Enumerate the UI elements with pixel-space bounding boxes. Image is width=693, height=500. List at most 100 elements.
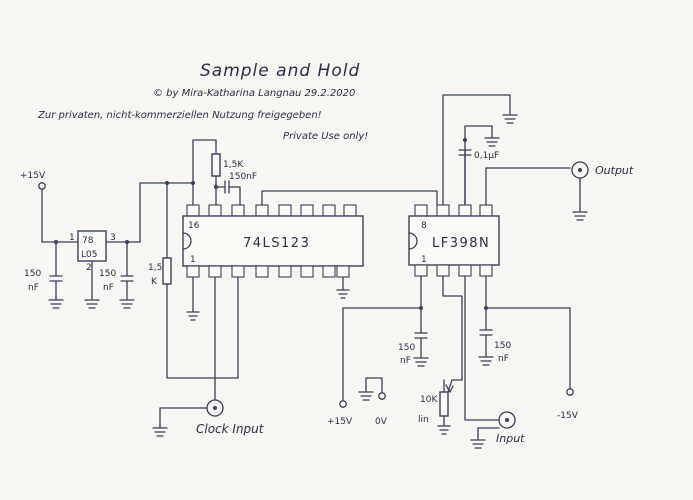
wire-res-top <box>192 139 217 184</box>
regulator-pin3: 3 <box>110 233 116 243</box>
cap-input-value: 150 <box>24 269 41 279</box>
potentiometer-wiper <box>447 379 463 393</box>
regulator-78l05 <box>77 230 107 262</box>
cap-hold-a-value: 150 <box>398 343 415 353</box>
ic1-name: 74LS123 <box>243 236 310 251</box>
ic1-bottom-pins <box>186 265 350 278</box>
cap-timing-symbol <box>215 180 241 206</box>
signal-input-jack <box>498 411 516 429</box>
ic1-pin <box>278 265 292 278</box>
signal-jack-ground <box>470 427 500 449</box>
potentiometer-type: lin <box>418 415 429 425</box>
wire-res-left-bottom <box>166 283 220 379</box>
rail-gnd-terminal <box>378 392 386 400</box>
jack-center <box>578 168 582 172</box>
cap-hold-b-unit: nF <box>498 354 509 364</box>
wire-signal-in <box>464 275 500 421</box>
ic2-lf398n <box>408 215 500 266</box>
ic1-pin <box>300 265 314 278</box>
rail-gnd-symbol <box>358 377 383 401</box>
ic2-pin <box>479 264 493 277</box>
ic2-top-pins <box>414 204 493 217</box>
ic2-bottom-pins <box>414 264 493 277</box>
ic1-pin1-label: 1 <box>190 255 196 265</box>
regulator-bottom-label: L05 <box>81 250 97 260</box>
ic2-pin6-ground <box>464 125 500 206</box>
ic2-pin <box>414 204 428 217</box>
cap-input-symbol <box>48 241 64 309</box>
ic1-notch <box>182 232 192 250</box>
ic2-pin <box>414 264 428 277</box>
resistor-left-value: 1,5 <box>148 263 162 273</box>
ic1-pin <box>343 204 357 217</box>
ic1-top-pins <box>186 204 357 217</box>
wire-pos-rail <box>342 275 422 401</box>
output-label: Output <box>595 164 634 177</box>
ic2-pin <box>458 204 472 217</box>
ic1-pin <box>208 204 222 217</box>
supply-left-label: +15V <box>20 171 46 181</box>
wire-ic1-pin3 <box>218 276 239 379</box>
cap-hold-b-symbol <box>478 307 494 366</box>
ic1-pin <box>336 265 350 278</box>
cap-hold-a-symbol <box>413 307 429 367</box>
ic2-pin <box>436 204 450 217</box>
ic1-pin <box>300 204 314 217</box>
ic1-pin <box>255 265 269 278</box>
license-note: Zur privaten, nicht-kommerziellen Nutzun… <box>37 110 322 121</box>
junction-dot <box>463 138 467 142</box>
rail-pos-terminal <box>339 400 347 408</box>
author-credit: © by Mira-Katharina Langnau 29.2.2020 <box>153 88 355 99</box>
resistor-top <box>211 153 221 177</box>
potentiometer-wires <box>437 379 451 435</box>
signal-input-label: Input <box>496 432 525 445</box>
cap-timing-value: 150nF <box>229 172 257 182</box>
ic2-name: LF398N <box>432 236 490 251</box>
wire-neg-rail <box>485 275 571 389</box>
ic2-notch <box>408 232 418 250</box>
jack-center <box>213 406 217 410</box>
ic1-pin <box>186 265 200 278</box>
rail-pos-label: +15V <box>327 417 353 427</box>
cap-output-symbol <box>119 241 135 309</box>
output-jack-ground <box>572 177 588 221</box>
ic1-pin <box>231 204 245 217</box>
clock-jack-ground <box>152 407 208 437</box>
rail-neg-terminal <box>566 388 574 396</box>
wiper-arrow-icon <box>445 384 454 393</box>
regulator-top-label: 78 <box>82 236 94 246</box>
ic1-pin <box>255 204 269 217</box>
regulator-ground <box>84 260 100 309</box>
ic2-pin <box>436 264 450 277</box>
private-use-note: Private Use only! <box>283 131 368 142</box>
ic1-pin <box>278 204 292 217</box>
rail-neg-label: -15V <box>557 411 579 421</box>
regulator-pin2: 2 <box>86 263 92 273</box>
jack-center <box>505 418 509 422</box>
rail-gnd-label: 0V <box>375 417 388 427</box>
ic2-pin <box>458 264 472 277</box>
potentiometer-value: 10K <box>420 395 438 405</box>
resistor-left-unit: K <box>151 277 158 287</box>
wire-supply-to-regulator <box>41 188 79 243</box>
ic2-pin7-ground <box>442 94 518 206</box>
schematic-title: Sample and Hold <box>200 61 360 81</box>
wire-ic1-to-ic2 <box>261 190 438 206</box>
ic1-gnd-a <box>186 276 200 321</box>
ic1-pin <box>186 204 200 217</box>
ic1-gnd-b <box>336 276 350 299</box>
ic1-74ls123 <box>182 215 364 267</box>
offset-potentiometer <box>439 391 449 417</box>
ic1-pin <box>208 265 222 278</box>
ic2-pin8-label: 8 <box>421 221 427 231</box>
ic2-pin1-label: 1 <box>421 255 427 265</box>
wire-ic2-pin2 <box>442 275 463 381</box>
resistor-left <box>162 257 172 285</box>
supply-left-terminal <box>38 182 46 190</box>
ic1-pin <box>322 265 336 278</box>
regulator-pin1: 1 <box>69 233 75 243</box>
cap-output-unit: nF <box>103 283 114 293</box>
resistor-top-value: 1,5K <box>223 160 244 170</box>
cap-hold-b-value: 150 <box>494 341 511 351</box>
